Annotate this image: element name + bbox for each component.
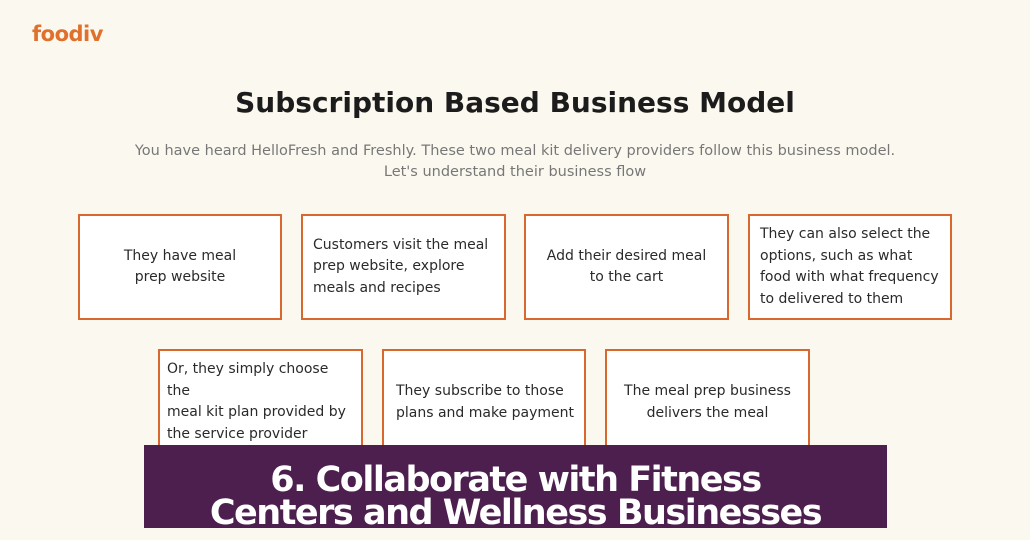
flow-step-1-box: They have meal prep website (78, 214, 282, 320)
diagram-subtitle: You have heard HelloFresh and Freshly. T… (0, 141, 1030, 183)
flow-step-7-text: The meal prep business delivers the meal (624, 383, 791, 421)
subtitle-line-2: Let's understand their business flow (383, 164, 647, 180)
section-heading-banner: 6. Collaborate with Fitness Centers and … (144, 445, 887, 528)
subtitle-line-1: You have heard HelloFresh and Freshly. T… (134, 143, 896, 159)
flow-step-3-box: Add their desired meal to the cart (524, 214, 729, 320)
banner-heading-line-2: Centers and Wellness Businesses (209, 493, 823, 529)
flow-step-2-box: Customers visit the meal prep website, e… (301, 214, 506, 320)
flow-step-1-text: They have meal prep website (123, 247, 237, 286)
diagram-title: Subscription Based Business Model (235, 86, 795, 119)
banner-heading-line-1: 6. Collaborate with Fitness (270, 460, 762, 500)
foodiv-logo[interactable]: foodiv (32, 22, 103, 46)
flow-step-6-text: They subscribe to those plans and make p… (396, 383, 575, 421)
flow-step-5-text: Or, they simply choose the meal kit plan… (167, 361, 346, 442)
flow-step-5-box: Or, they simply choose the meal kit plan… (158, 349, 363, 455)
flow-step-4-box: They can also select the options, such a… (748, 214, 952, 320)
flow-step-2-text: Customers visit the meal prep website, e… (313, 236, 489, 296)
flow-step-4-text: They can also select the options, such a… (760, 226, 939, 307)
flow-step-7-box: The meal prep business delivers the meal (605, 349, 810, 455)
flow-step-3-text: Add their desired meal to the cart (546, 247, 707, 286)
flow-step-6-box: They subscribe to those plans and make p… (382, 349, 586, 455)
